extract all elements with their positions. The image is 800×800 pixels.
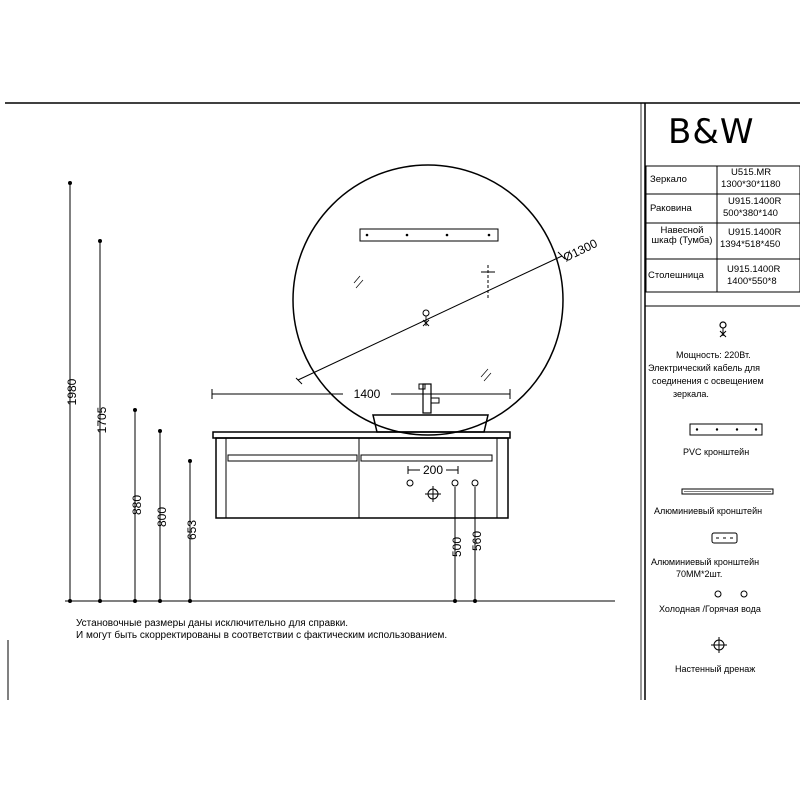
faucet: [422, 383, 432, 414]
alu-bracket-icon: [681, 488, 774, 495]
spec-code-cabinet: U915.1400R: [728, 227, 782, 238]
height-800: 800: [155, 507, 169, 527]
mirror-diameter-label: Ø1300: [561, 236, 600, 265]
water-icon: [714, 590, 722, 598]
height-1980: 1980: [65, 378, 79, 405]
spec-code-countertop: U915.1400R: [727, 264, 781, 275]
countertop-width-label: 1400: [354, 387, 381, 401]
spec-code-mirror: U515.MR: [731, 167, 772, 178]
legend-drain: Настенный дренаж: [675, 664, 756, 674]
brand-logo: B&W: [668, 112, 755, 152]
faucet-spacing-label: 200: [423, 463, 443, 477]
height-560: 560: [470, 531, 484, 551]
drawer-handle-left: [227, 454, 358, 462]
note-line-2: И могут быть скорректированы в соответст…: [76, 630, 448, 641]
spec-label-sink: Раковина: [650, 203, 692, 214]
cable-icon: [719, 321, 727, 329]
height-1705: 1705: [95, 406, 109, 433]
note-line-1: Установочные размеры даны исключительно …: [76, 618, 349, 629]
legend-cable-line3: соединения с освещением: [652, 376, 764, 386]
height-880: 880: [130, 495, 144, 515]
vanity-cabinet: [215, 437, 509, 519]
legend-water: Холодная /Горячая вода: [659, 604, 761, 614]
spec-label-mirror: Зеркало: [650, 174, 687, 185]
pvc-bracket-icon: [689, 423, 763, 436]
spec-size-sink: 500*380*140: [723, 208, 778, 219]
mirror-light-bar: [359, 228, 499, 242]
drawer-handle-right: [360, 454, 493, 462]
legend-alu-bracket: Алюминиевый кронштейн: [654, 506, 763, 516]
spec-label-countertop: Столешница: [648, 270, 704, 281]
height-653: 653: [185, 520, 199, 540]
legend-alu-bracket-70-qty: 70ММ*2шт.: [676, 569, 723, 579]
countertop: [212, 431, 511, 439]
spec-table: [645, 165, 800, 307]
round-mirror: [292, 164, 564, 436]
legend-cable-line4: зеркала.: [673, 389, 709, 399]
alu-bracket-70-icon: [711, 532, 738, 544]
spec-size-mirror: 1300*30*1180: [721, 179, 781, 190]
legend-power: Мощность: 220Вт.: [676, 350, 751, 360]
legend-alu-bracket-70: Алюминиевый кронштейн: [651, 557, 760, 567]
spec-size-countertop: 1400*550*8: [727, 276, 777, 287]
spec-code-sink: U915.1400R: [728, 196, 782, 207]
legend-pvc-bracket: PVC кронштейн: [683, 447, 750, 457]
legend-cable-line2: Электрический кабель для: [648, 363, 761, 373]
height-500: 500: [450, 537, 464, 557]
spec-size-cabinet: 1394*518*450: [720, 239, 781, 250]
spec-label-cabinet: Навесной шкаф (Тумба): [651, 225, 713, 246]
